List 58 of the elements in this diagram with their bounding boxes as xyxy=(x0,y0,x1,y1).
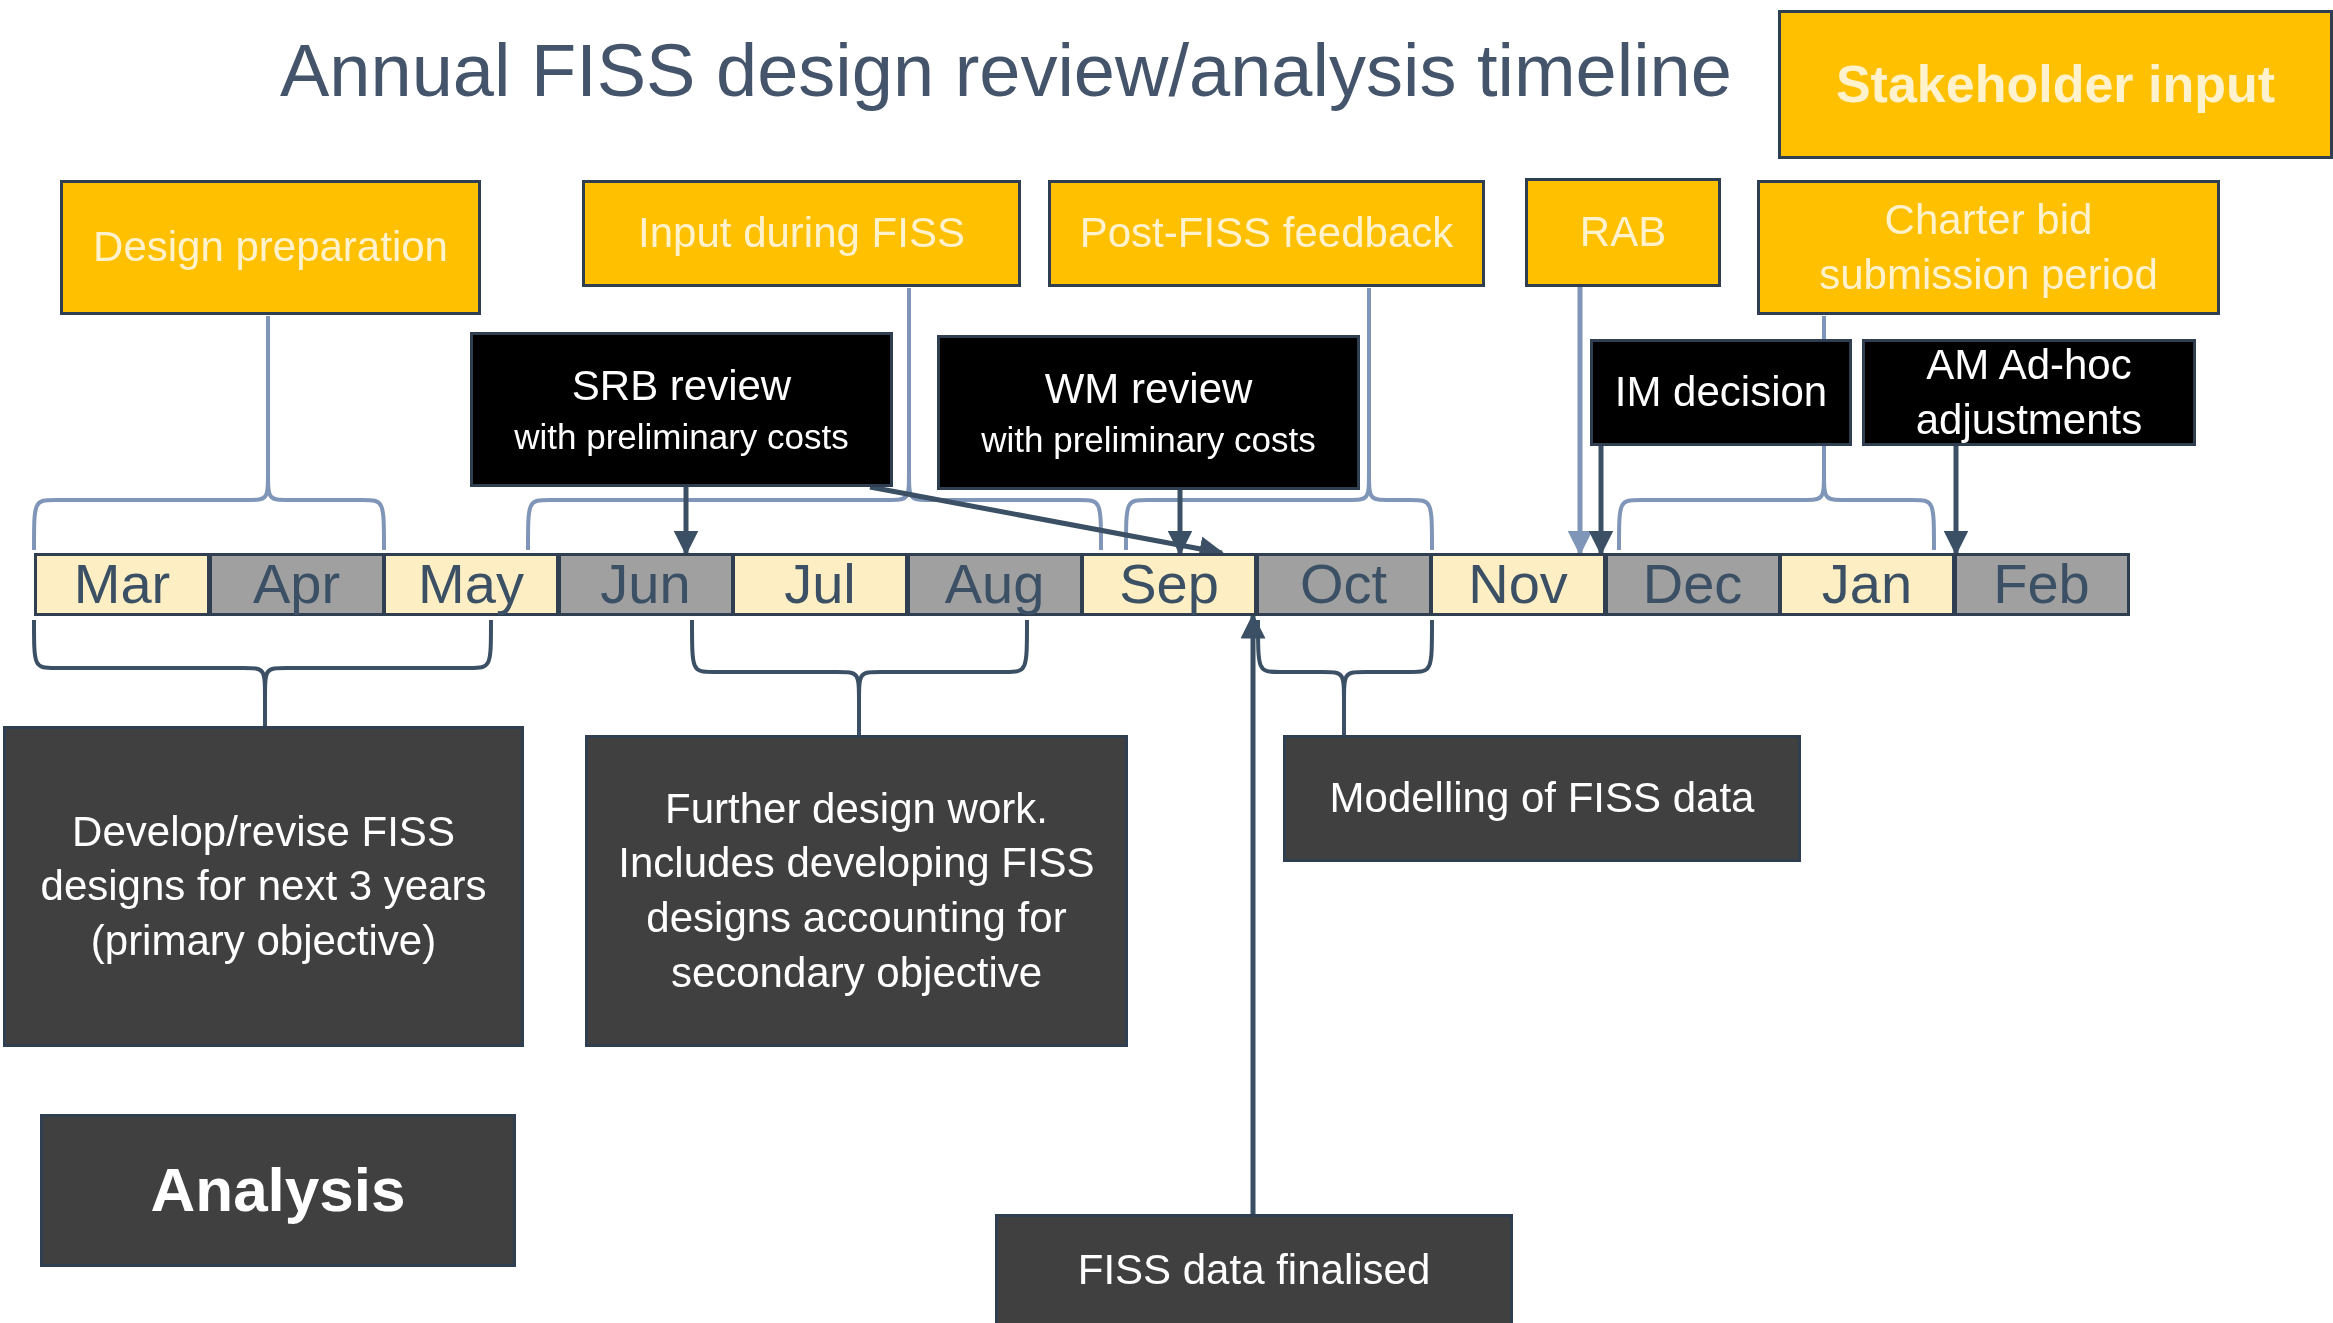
box-label: WM review xyxy=(1044,364,1253,415)
input-box xyxy=(1048,180,1485,287)
key-label: Analysis xyxy=(150,1154,406,1227)
box-label: SRB review xyxy=(571,361,792,412)
month-cell xyxy=(1604,553,1781,616)
input-box xyxy=(60,180,481,315)
month-cell xyxy=(34,553,210,616)
month-cell xyxy=(1430,553,1606,616)
box-label: IM decision xyxy=(1614,367,1828,418)
month-cell xyxy=(732,553,908,616)
input-box xyxy=(1757,180,2220,315)
event-box xyxy=(470,332,893,487)
month-cell xyxy=(1779,553,1955,616)
month-cell xyxy=(1081,553,1257,616)
event-box xyxy=(1862,339,2196,446)
activity-box xyxy=(995,1214,1513,1323)
input-box xyxy=(1525,178,1721,287)
box-label: Charter bid submission period xyxy=(1818,194,2159,300)
box-label: Develop/revise FISS designs for next 3 years (primary objective) xyxy=(39,806,488,966)
month-label: Mar xyxy=(73,551,171,618)
title: Annual FISS design review/analysis timeline xyxy=(280,28,1732,113)
activity-box xyxy=(1283,735,1801,862)
key-box xyxy=(40,1114,516,1267)
activity-box xyxy=(585,735,1128,1047)
key-box xyxy=(1778,10,2333,159)
box-label: with preliminary costs xyxy=(981,419,1316,462)
month-label: Nov xyxy=(1468,551,1568,618)
box-label: AM Ad-hoc adjustments xyxy=(1914,339,2144,445)
activity-box xyxy=(3,726,524,1047)
event-box xyxy=(1590,339,1852,446)
month-label: Sep xyxy=(1119,551,1219,618)
month-label: Aug xyxy=(944,551,1045,618)
month-cell xyxy=(1255,553,1432,616)
box-label: Further design work. Includes developing FISS designs accounting for secondary objective xyxy=(617,783,1096,998)
month-label: Feb xyxy=(1993,551,2090,618)
month-label: Jan xyxy=(1821,551,1913,618)
box-label: with preliminary costs xyxy=(514,416,849,459)
month-cell xyxy=(208,553,385,616)
month-cell xyxy=(906,553,1083,616)
month-label: Jul xyxy=(784,551,856,618)
key-label: Stakeholder input xyxy=(1835,53,2276,115)
month-label: Dec xyxy=(1642,551,1743,618)
box-label: RAB xyxy=(1579,207,1667,258)
month-label: Jun xyxy=(600,551,691,618)
month-label: May xyxy=(418,551,524,618)
arrow xyxy=(1943,446,1969,556)
box-label: Input during FISS xyxy=(638,208,965,259)
month-cell xyxy=(383,553,559,616)
box-label: Design preparation xyxy=(93,222,448,273)
box-label: Modelling of FISS data xyxy=(1329,773,1755,824)
input-box xyxy=(582,180,1021,287)
box-label: Post-FISS feedback xyxy=(1079,208,1454,259)
box-label: FISS data finalised xyxy=(1077,1244,1431,1295)
month-label: Oct xyxy=(1299,551,1388,618)
month-cell xyxy=(557,553,734,616)
month-label: Apr xyxy=(252,551,341,618)
event-box xyxy=(937,335,1360,490)
month-cell xyxy=(1953,553,2130,616)
